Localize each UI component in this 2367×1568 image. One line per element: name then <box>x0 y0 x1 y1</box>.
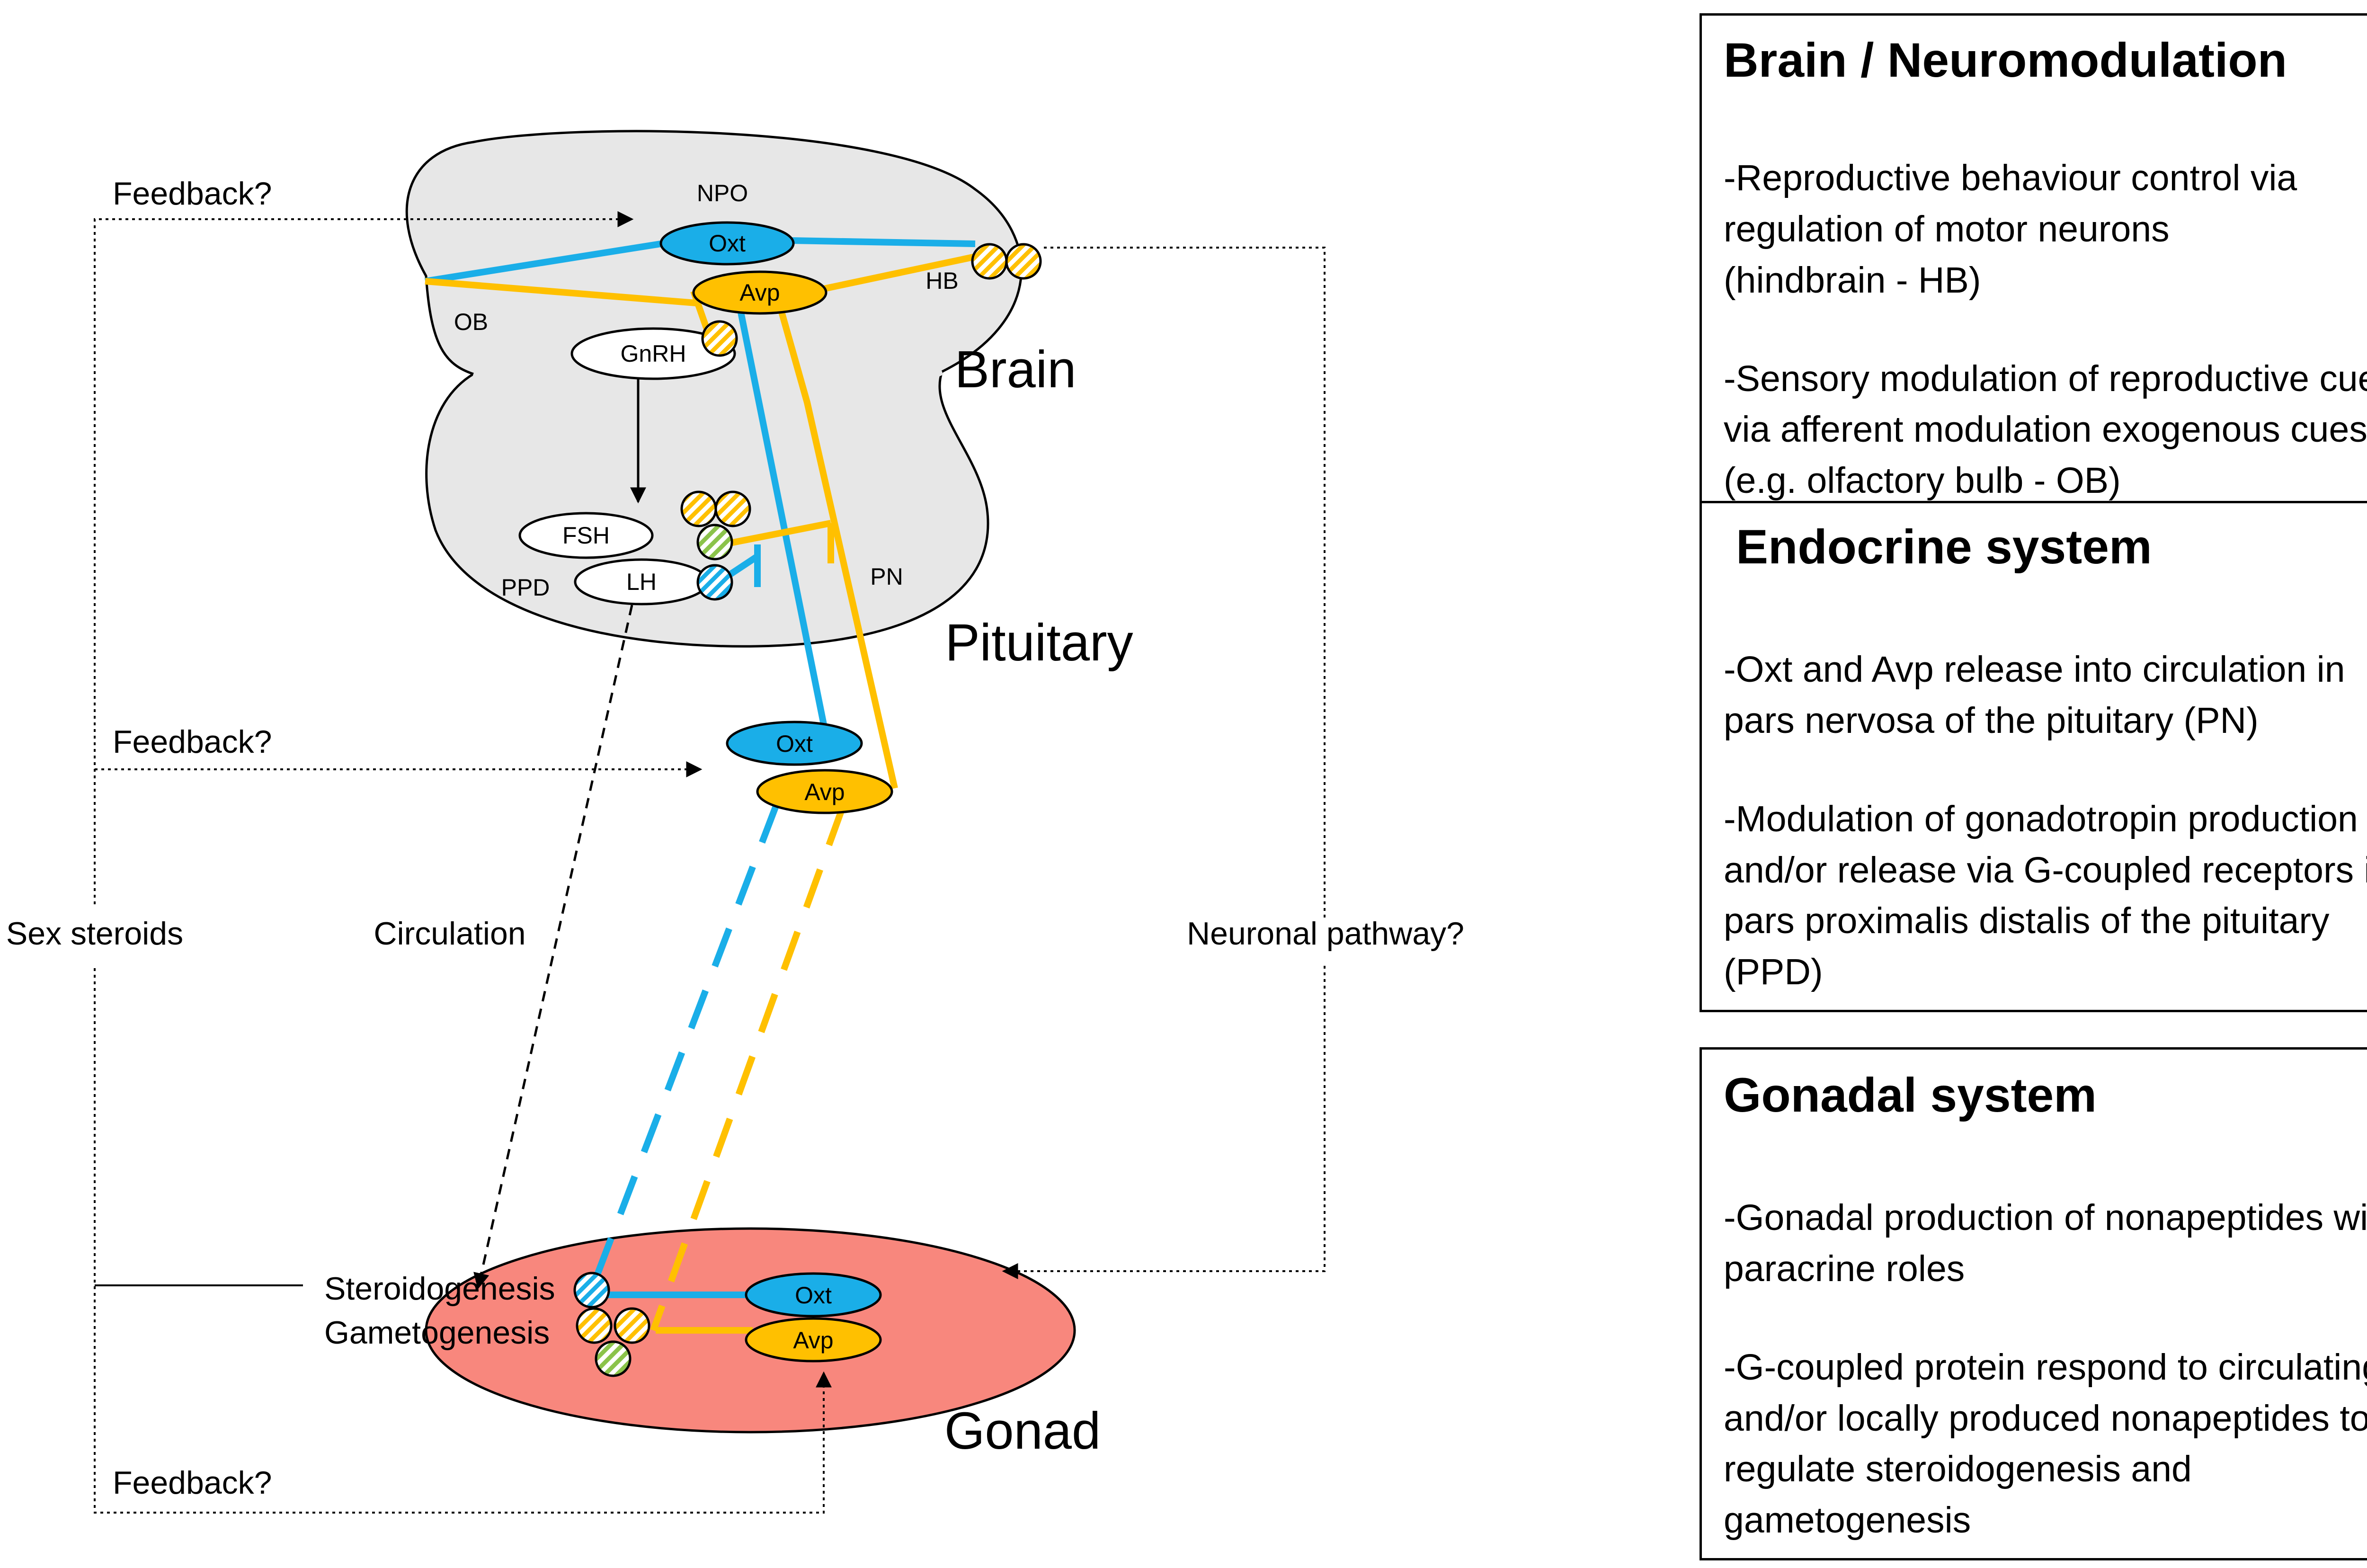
feedback-label-middle: Feedback? <box>113 724 272 760</box>
panel-paragraph: -Oxt and Avp release into circulation in… <box>1724 649 2345 741</box>
sex-steroid-feedback-lines <box>94 211 832 1514</box>
gonadal-system-panel: Gonadal system -Gonadal production of no… <box>1700 1047 2367 1560</box>
ppd-label: PPD <box>501 574 550 601</box>
gonad-oxt-oval: Oxt <box>745 1272 882 1318</box>
gonad-avp-oval: Avp <box>745 1317 882 1363</box>
panel-title: Endocrine system <box>1736 520 2152 574</box>
gonad-title: Gonad <box>944 1402 1101 1460</box>
svg-text:Avp: Avp <box>739 279 780 306</box>
svg-text:Oxt: Oxt <box>776 731 813 757</box>
brain-neuromodulation-panel: Brain / Neuromodulation -Reproductive be… <box>1700 13 2367 504</box>
brain-avp-oval: Avp <box>692 270 828 315</box>
receptor-icon <box>701 320 738 357</box>
released-oxt-oval: Oxt <box>726 721 863 766</box>
hpg-axis-diagram: Oxt Avp GnRH FSH LH Oxt Avp Oxt Avp <box>6 130 1464 1514</box>
svg-text:LH: LH <box>626 569 657 595</box>
pituitary-title: Pituitary <box>945 614 1133 672</box>
brain-oxt-oval: Oxt <box>659 221 795 266</box>
panel-paragraph: -Reproductive behaviour control via regu… <box>1724 158 2297 301</box>
panel-paragraph: -G-coupled protein respond to circulatin… <box>1724 1346 2367 1541</box>
gametogenesis-label: Gametogenesis <box>324 1315 550 1351</box>
panel-paragraph: -Gonadal production of nonapeptides with… <box>1724 1197 2367 1289</box>
feedback-label-bottom: Feedback? <box>113 1465 272 1501</box>
panel-title: Gonadal system <box>1724 1068 2097 1122</box>
svg-text:Avp: Avp <box>804 779 845 805</box>
svg-text:FSH: FSH <box>562 522 610 549</box>
released-avp-oval: Avp <box>756 769 893 814</box>
pn-label: PN <box>870 563 903 590</box>
svg-text:GnRH: GnRH <box>621 340 686 367</box>
fsh-oval: FSH <box>518 512 654 559</box>
receptor-icon <box>971 243 1042 280</box>
brain-title: Brain <box>955 340 1077 399</box>
panel-title: Brain / Neuromodulation <box>1724 33 2287 87</box>
circulation-label: Circulation <box>374 916 525 952</box>
endocrine-system-panel: Endocrine system -Oxt and Avp release in… <box>1700 501 2367 1012</box>
svg-text:Oxt: Oxt <box>795 1282 832 1309</box>
svg-text:Oxt: Oxt <box>709 230 746 257</box>
svg-text:Avp: Avp <box>793 1327 833 1354</box>
lh-oval: LH <box>574 558 709 606</box>
circulation-dashed-lines <box>591 803 846 1332</box>
sex-steroids-label: Sex steroids <box>6 916 183 952</box>
steroidogenesis-label: Steroidogenesis <box>324 1271 555 1307</box>
neuronal-pathway-line <box>1002 247 1326 1279</box>
gnrh-oval: GnRH <box>570 327 736 380</box>
neuronal-pathway-label: Neuronal pathway? <box>1187 916 1464 952</box>
panel-paragraph: -Sensory modulation of reproductive cues… <box>1724 358 2367 501</box>
circulation-arrow <box>473 605 633 1290</box>
panel-paragraph: -Modulation of gonadotropin production a… <box>1724 798 2367 993</box>
feedback-label-top: Feedback? <box>113 176 272 212</box>
npo-label: NPO <box>697 180 748 206</box>
hb-label: HB <box>925 267 958 294</box>
ob-label: OB <box>454 309 488 335</box>
receptor-icon <box>680 490 751 601</box>
receptor-icon <box>573 1272 650 1377</box>
